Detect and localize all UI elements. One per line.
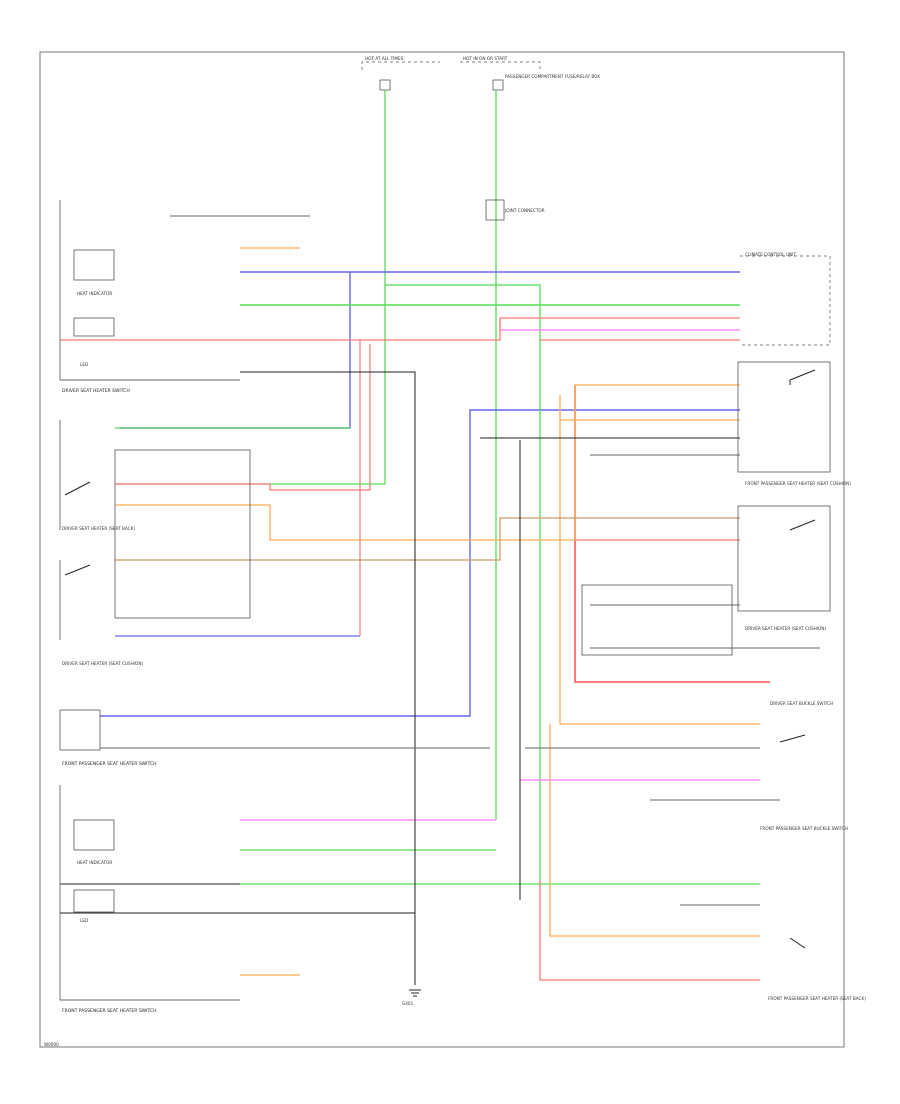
- front-pass-seat-heater-back-label: FRONT PASSENGER SEAT HEATER (SEAT BACK): [768, 996, 866, 1001]
- front-pass-heater-switch-title: FRONT PASSENGER SEAT HEATER SWITCH: [62, 1008, 156, 1014]
- wire-red-2: [115, 344, 371, 491]
- wire-red-1: [60, 317, 740, 341]
- led-label-2: LED: [80, 918, 88, 923]
- switch-symbol-4: [789, 937, 806, 949]
- climate-control-unit: CLIMATE CONTROL UNIT: [740, 252, 831, 346]
- fuse-right-note: PASSENGER COMPARTMENT FUSE/RELAY BOX: [505, 74, 600, 79]
- fuse-left: [379, 79, 391, 91]
- driver-heater-switch-title: DRIVER SEAT HEATER SWITCH: [62, 388, 130, 394]
- fuse-left-label: HOT AT ALL TIMES: [365, 56, 404, 61]
- front-pass-switch-label: FRONT PASSENGER SEAT HEATER SWITCH: [62, 761, 156, 767]
- front-pass-seat-buckle-label: FRONT PASSENGER SEAT BUCKLE SWITCH: [760, 826, 848, 831]
- front-pass-switch-box: [59, 709, 101, 751]
- switch-symbol-3: [779, 734, 806, 743]
- wire-red-6: [539, 880, 760, 981]
- switch-symbol-1: [789, 369, 816, 385]
- ground-label: G401: [402, 1001, 414, 1006]
- driver-seat-back-label: DRIVER SEAT HEATER (SEAT BACK): [62, 526, 135, 531]
- driver-seat-heater-seat: DRIVER SEAT HEATER (SEAT CUSHION): [745, 626, 826, 631]
- control-unit-label: CLIMATE CONTROL UNIT: [745, 252, 796, 257]
- junction-label: JOINT CONNECTOR: [504, 208, 545, 213]
- front-pass-seat-heater-box: FRONT PASSENGER SEAT HEATER (SEAT CUSHIO…: [737, 361, 851, 486]
- heat-indicator-label-2: HEAT INDICATOR: [77, 860, 112, 865]
- ground-trunk: [240, 371, 416, 985]
- driver-seat-label-2: DRIVER SEAT HEATER (SEAT CUSHION): [62, 661, 143, 666]
- driver-heater-switch: HEAT INDICATOR LED DRIVER SEAT HEATER SW…: [59, 200, 240, 394]
- switch-symbol-6: [64, 564, 91, 576]
- fuse-box-top: HOT AT ALL TIMES HOT IN ON OR START PASS…: [361, 56, 600, 91]
- front-pass-heater-switch: HEAT INDICATOR LED FRONT PASSENGER SEAT …: [59, 785, 240, 1014]
- wire-orange-1: [115, 384, 740, 541]
- driver-seat-cushion-box: DRIVER SEAT HEATER (SEAT CUSHION): [737, 505, 831, 631]
- wire-orange-2: [559, 395, 760, 725]
- diagram-frame: [39, 51, 845, 1048]
- switch-symbol-2: [789, 519, 816, 531]
- wire-blue-2: [120, 272, 351, 429]
- inner-box: [581, 584, 733, 656]
- junction-connector: [485, 199, 505, 221]
- footer-code: W0000: [44, 1042, 59, 1047]
- led-label: LED: [80, 362, 88, 367]
- wire-blue-3: [100, 409, 740, 717]
- fuse-right: [492, 79, 504, 91]
- driver-seat-buckle-label: DRIVER SEAT BUCKLE SWITCH: [770, 701, 833, 706]
- wire-green-2: [385, 284, 541, 880]
- ground-symbol: G401: [402, 989, 421, 1006]
- heat-indicator-label: HEAT INDICATOR: [77, 291, 112, 296]
- wire-red-4: [574, 385, 770, 683]
- switch-symbol-5: [64, 481, 91, 496]
- driver-seat-back-box: DRIVER SEAT HEATER (SEAT BACK) DRIVER SE…: [59, 420, 251, 666]
- fuse-right-label: HOT IN ON OR START: [463, 56, 508, 61]
- wire-orange-3: [549, 724, 760, 937]
- wire-brown-1: [115, 517, 740, 561]
- front-pass-heater-label: FRONT PASSENGER SEAT HEATER (SEAT CUSHIO…: [745, 481, 851, 486]
